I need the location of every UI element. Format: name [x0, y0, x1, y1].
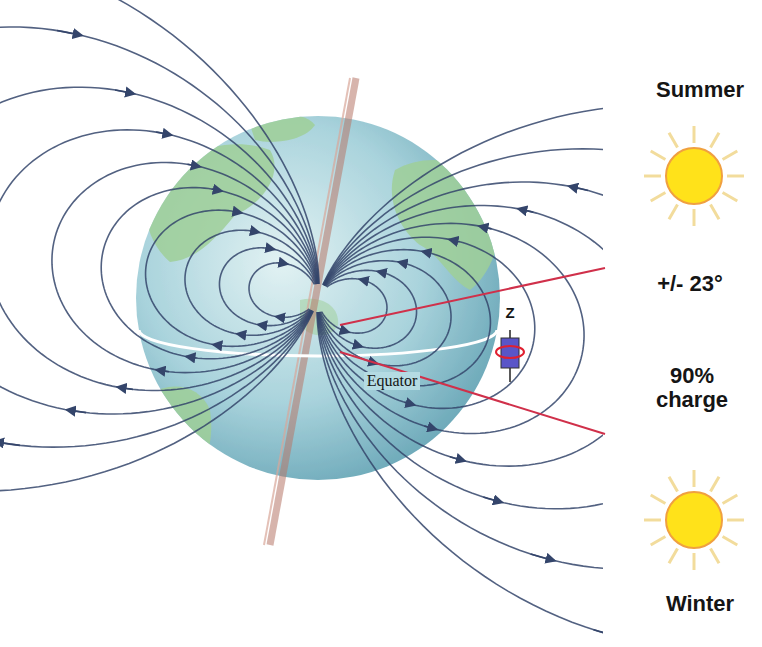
sun-ray — [727, 175, 744, 178]
field-arrow — [157, 370, 169, 372]
sun-icon — [644, 126, 744, 226]
field-arrow — [378, 271, 383, 272]
field-arrow — [237, 333, 243, 335]
sun-ray — [693, 470, 696, 487]
field-arrow — [67, 410, 86, 413]
field-line — [146, 210, 317, 346]
field-arrow — [593, 630, 603, 639]
sun-ray — [711, 477, 720, 492]
sensor-device — [496, 330, 524, 382]
angle-line — [340, 352, 605, 434]
field-arrow — [424, 426, 436, 429]
field-line — [322, 279, 387, 333]
field-arrow — [57, 31, 81, 36]
field-lines — [0, 0, 603, 647]
sun-ray — [723, 495, 738, 504]
field-arrow — [399, 262, 405, 263]
season-label: Summer — [656, 78, 744, 102]
sun-ray — [651, 193, 666, 202]
sun-ray — [727, 519, 744, 522]
field-line — [0, 27, 319, 447]
season-label: Winter — [666, 592, 734, 616]
field-arrow — [115, 90, 134, 94]
field-line — [219, 248, 315, 326]
field-line — [101, 188, 317, 359]
field-arrow — [258, 324, 263, 326]
field-arrow — [213, 345, 221, 346]
sun-ray — [723, 537, 738, 546]
sun-ray — [669, 549, 678, 564]
field-arrow — [346, 330, 349, 332]
field-arrow — [450, 457, 465, 461]
field-arrow — [450, 239, 460, 241]
sun-ray — [644, 519, 661, 522]
field-arrow — [233, 211, 241, 213]
sun-ray — [693, 126, 696, 143]
field-line — [317, 149, 603, 569]
field-arrow — [212, 189, 222, 191]
field-arrow — [186, 357, 196, 358]
sun-ray — [723, 151, 738, 160]
sun-ray — [693, 553, 696, 570]
field-line — [249, 263, 314, 317]
field-arrow — [423, 251, 431, 253]
field-arrow — [357, 345, 361, 346]
field-arrow — [0, 442, 20, 446]
sun-ray — [711, 133, 720, 148]
field-arrow — [284, 263, 287, 265]
sun-ray — [651, 151, 666, 160]
field-arrow — [483, 497, 502, 502]
sun-ray — [711, 549, 720, 564]
field-line — [0, 130, 318, 391]
equator-label: Equator — [364, 372, 421, 390]
axis-label: Z — [502, 305, 517, 322]
field-arrow — [276, 316, 279, 318]
field-line — [318, 223, 584, 433]
sun-ray — [723, 193, 738, 202]
sun-ray — [651, 537, 666, 546]
field-arrow — [518, 209, 533, 212]
field-line — [318, 182, 603, 509]
field-arrow — [253, 231, 259, 232]
sun-disc — [666, 148, 722, 204]
field-arrow — [531, 554, 555, 561]
field-arrow — [156, 132, 171, 135]
angle-line — [340, 268, 605, 325]
sun-ray — [693, 209, 696, 226]
field-arrow — [569, 186, 588, 190]
sun-disc — [666, 492, 722, 548]
field-arrow — [188, 164, 200, 166]
sun-ray — [669, 477, 678, 492]
sun-ray — [644, 175, 661, 178]
field-line — [0, 0, 319, 491]
field-arrow — [270, 248, 275, 250]
sun-ray — [669, 133, 678, 148]
sun-ray — [711, 205, 720, 220]
field-arrow — [405, 402, 415, 405]
charge-label: 90% charge — [642, 364, 742, 412]
sun-icon — [644, 470, 744, 570]
field-arrow — [118, 387, 133, 389]
sun-ray — [651, 495, 666, 504]
field-arrow — [360, 279, 363, 281]
field-arrow — [479, 226, 491, 229]
field-line — [317, 105, 603, 647]
angle-label: +/- 23° — [657, 272, 723, 296]
field-line — [319, 250, 490, 386]
field-line — [52, 162, 318, 372]
sun-ray — [669, 205, 678, 220]
field-line — [320, 270, 416, 348]
